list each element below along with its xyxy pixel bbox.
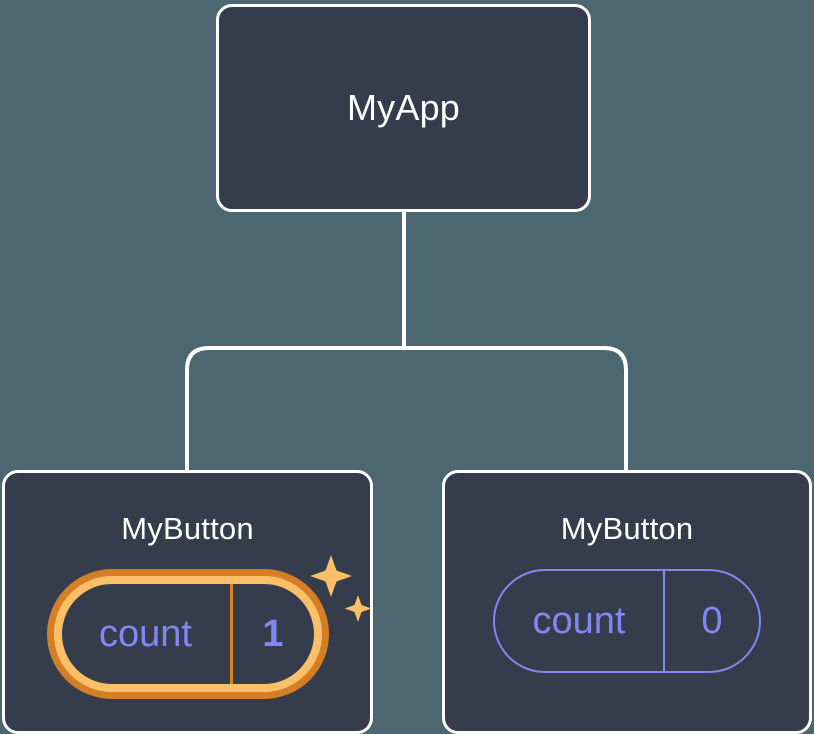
component-node-mybutton-left[interactable]: MyButton count 1 [2,470,373,734]
state-pill-wrapper: count 0 [493,569,761,673]
state-pill[interactable]: count 0 [493,569,761,673]
component-node-title: MyButton [560,511,694,546]
state-value: 1 [262,613,284,655]
connector-branch-bar [185,346,628,472]
component-node-mybutton-right[interactable]: MyButton count 0 [442,470,812,734]
sparkle-large-icon [309,555,352,597]
component-node-title: MyButton [121,511,254,546]
component-node-myapp[interactable]: MyApp [216,4,591,212]
state-key: count [62,584,233,684]
state-pill-wrapper: count 1 [46,555,371,699]
state-value: 0 [701,600,723,642]
state-key: count [495,571,665,671]
state-pill-inner: count 1 [53,576,322,692]
component-node-title: MyApp [346,87,461,128]
sparkle-small-icon [344,595,371,622]
state-pill-highlighted[interactable]: count 1 [46,569,329,699]
